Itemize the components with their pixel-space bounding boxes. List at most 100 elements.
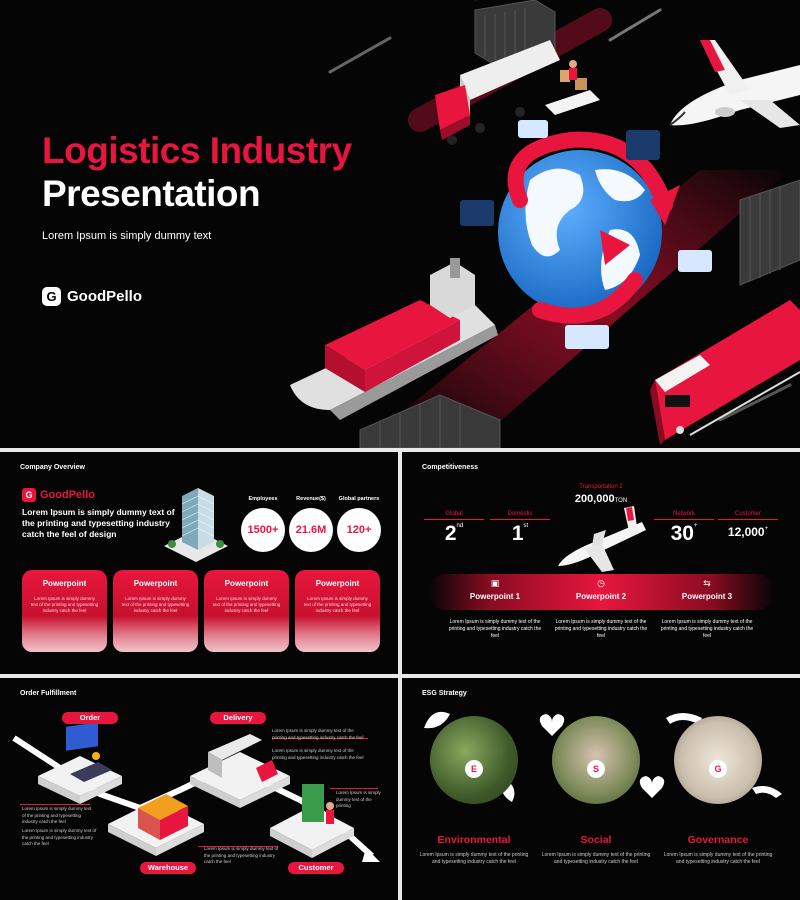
- esg-strategy-slide[interactable]: ESG Strategy E S G Environmental Social …: [402, 678, 800, 900]
- esg-description: Lorem Ipsum is simply dummy text of the …: [663, 852, 773, 865]
- hero-title-line1: Logistics Industry: [42, 130, 352, 171]
- brand-name: GoodPello: [40, 489, 95, 501]
- rank-network: Network 30+: [654, 511, 714, 544]
- card-text: Lorem Ipsum is simply dummy text of the …: [121, 596, 190, 614]
- box-check-icon: ▣: [490, 578, 500, 588]
- step-customer: Customer: [288, 862, 344, 874]
- stat-value: 120+: [337, 508, 381, 552]
- card-text: Lorem Ipsum is simply dummy text of the …: [30, 596, 99, 614]
- clock-icon: ◷: [597, 578, 605, 588]
- esg-decorations: [424, 711, 782, 802]
- rank-label: Customer: [718, 511, 778, 520]
- slide-title: Competitiveness: [422, 464, 479, 471]
- rank-suffix: nd: [456, 523, 464, 529]
- point-label: Powerpoint 3: [681, 592, 733, 601]
- card-photo-overlay: [295, 618, 380, 652]
- brand-name: GoodPello: [67, 288, 142, 305]
- card-photo-overlay: [22, 618, 107, 652]
- rank-label: Domestic: [490, 511, 550, 520]
- tracking-badges: [460, 120, 712, 349]
- point-1: ▣ Powerpoint 1: [445, 578, 545, 601]
- rank-suffix: st: [523, 523, 529, 529]
- shipping-container-right: [739, 179, 800, 286]
- step-delivery: Delivery: [210, 712, 266, 724]
- transport-label: Transportation 2: [579, 484, 623, 490]
- note-left-2: Lorem Ipsum is simply dummy text of the …: [22, 828, 97, 847]
- point-description: Lorem Ipsum is simply dummy text of the …: [660, 619, 754, 639]
- note-left: Lorem Ipsum is simply dummy text of the …: [22, 806, 92, 825]
- rank-number: 2: [444, 522, 457, 545]
- point-label: Powerpoint 2: [575, 592, 627, 601]
- rank-suffix: +: [764, 526, 769, 532]
- overview-card[interactable]: Powerpoint Lorem Ipsum is simply dummy t…: [113, 570, 198, 652]
- brand-mark-icon: G: [42, 287, 61, 306]
- stat-employees: Employees 1500+: [240, 496, 286, 552]
- point-description: Lorem Ipsum is simply dummy text of the …: [448, 619, 542, 639]
- note-divider: [20, 804, 90, 805]
- note-divider: [198, 846, 278, 847]
- card-heading: Powerpoint: [42, 579, 87, 588]
- esg-heading-social: Social: [580, 834, 612, 846]
- stat-revenue: Revenue($) 21.6M: [288, 496, 334, 552]
- stat-label: Global partners: [338, 496, 380, 502]
- stat-global-partners: Global partners 120+: [336, 496, 382, 552]
- rank-domestic: Domestic 1st: [490, 511, 550, 544]
- note-divider: [272, 738, 368, 739]
- order-fulfillment-slide[interactable]: Order Fulfillment Order Delivery Warehou…: [0, 678, 398, 900]
- brand-logo: G GoodPello: [42, 287, 142, 306]
- heart-icon: [539, 714, 565, 736]
- step-warehouse: Warehouse: [140, 862, 196, 874]
- heart-icon: [639, 776, 665, 798]
- rank-value: 2nd: [424, 523, 484, 544]
- note-divider: [330, 788, 378, 789]
- esg-heading-environmental: Environmental: [437, 834, 511, 846]
- train-illustration: [650, 300, 800, 445]
- rank-number: 30: [670, 522, 694, 545]
- slide-title: ESG Strategy: [422, 690, 467, 697]
- shipping-container-bottom: [359, 394, 501, 448]
- airplane-icon: [558, 506, 646, 572]
- stat-label: Revenue($): [296, 496, 326, 502]
- note-warehouse: Lorem Ipsum is simply dummy text of the …: [204, 846, 279, 865]
- esg-description: Lorem Ipsum is simply dummy text of the …: [419, 852, 529, 865]
- rank-suffix: +: [693, 523, 698, 529]
- overview-description: Lorem Ipsum is simply dummy text of the …: [22, 507, 175, 540]
- transport-unit: TON: [614, 498, 628, 504]
- note-customer: Lorem Ipsum is simply dummy text of the …: [336, 790, 381, 809]
- logistics-illustration: [290, 0, 800, 448]
- esg-letter-badge: G: [709, 760, 727, 778]
- rank-value: 12,000+: [718, 526, 778, 538]
- rank-global: Global 2nd: [424, 511, 484, 544]
- transport-number: 200,000: [574, 493, 615, 505]
- card-heading: Powerpoint: [315, 579, 360, 588]
- esg-description: Lorem Ipsum is simply dummy text of the …: [541, 852, 651, 865]
- stat-value: 1500+: [241, 508, 285, 552]
- slide-title: Order Fulfillment: [20, 690, 77, 697]
- note-delivery: Lorem Ipsum is simply dummy text of the …: [272, 728, 364, 740]
- overview-card[interactable]: Powerpoint Lorem Ipsum is simply dummy t…: [22, 570, 107, 652]
- leaf-icon: [424, 711, 450, 729]
- rank-number: 12,000: [727, 525, 765, 539]
- company-overview-slide[interactable]: Company Overview G GoodPello Lorem Ipsum…: [0, 452, 398, 674]
- arrows-in-icon: ⇆: [703, 578, 711, 588]
- competitiveness-slide[interactable]: Competitiveness Transportation 2 200,000…: [402, 452, 800, 674]
- point-label: Powerpoint 1: [469, 592, 521, 601]
- handshake-icon: [752, 786, 782, 798]
- brand-mark-icon: G: [22, 488, 36, 502]
- transport-value: 200,000TON: [402, 493, 800, 505]
- card-text: Lorem Ipsum is simply dummy text of the …: [303, 596, 372, 614]
- rank-customer: Customer 12,000+: [718, 511, 778, 538]
- overview-brand: G GoodPello: [22, 488, 95, 502]
- esg-letter-badge: S: [587, 760, 605, 778]
- title-slide[interactable]: Logistics Industry Presentation Lorem Ip…: [0, 0, 800, 448]
- cargo-ship-illustration: [290, 258, 498, 420]
- point-description: Lorem Ipsum is simply dummy text of the …: [554, 619, 648, 639]
- truck-illustration: [435, 0, 600, 145]
- esg-heading-governance: Governance: [687, 834, 749, 846]
- overview-card[interactable]: Powerpoint Lorem Ipsum is simply dummy t…: [295, 570, 380, 652]
- fulfillment-flow-illustration: [12, 722, 380, 862]
- highlight-band: [428, 574, 774, 610]
- globe-illustration: [498, 131, 680, 324]
- overview-card[interactable]: Powerpoint Lorem Ipsum is simply dummy t…: [204, 570, 289, 652]
- hero-title-line2: Presentation: [42, 173, 261, 214]
